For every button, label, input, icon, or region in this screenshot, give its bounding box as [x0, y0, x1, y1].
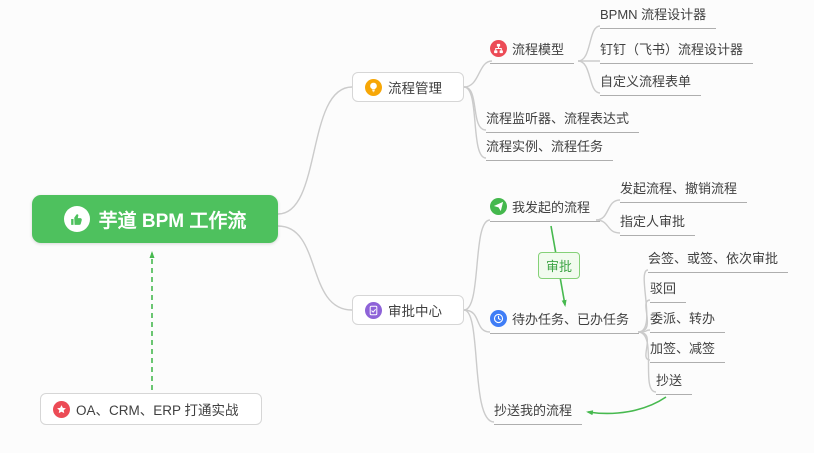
connector-myinit-assignee — [595, 219, 621, 234]
node-countersign[interactable]: 会签、或签、依次审批 — [648, 248, 789, 273]
node-approval-center[interactable]: 审批中心 — [352, 295, 464, 325]
node-label: 审批中心 — [388, 304, 442, 319]
send-icon — [490, 198, 507, 215]
node-oa-practice[interactable]: OA、CRM、ERP 打通实战 — [40, 393, 262, 425]
node-label: 抄送我的流程 — [494, 403, 573, 418]
node-label: 流程模型 — [512, 42, 565, 57]
connector-todo-reject — [637, 299, 651, 333]
connector-model-customform — [577, 60, 601, 94]
node-label: 流程实例、流程任务 — [486, 139, 604, 154]
node-listener-expression[interactable]: 流程监听器、流程表达式 — [486, 108, 640, 133]
connector-ac-myinitiated — [463, 219, 491, 311]
node-label: 自定义流程表单 — [600, 74, 692, 89]
root-label: 芋道 BPM 工作流 — [98, 210, 247, 232]
node-initiate-cancel[interactable]: 发起流程、撤销流程 — [620, 178, 748, 203]
node-label: 钉钉（飞书）流程设计器 — [600, 42, 744, 57]
node-label: 指定人审批 — [620, 214, 686, 229]
connector-pm-instance — [463, 86, 487, 159]
tag-label: 审批 — [546, 259, 573, 274]
node-label: 待办任务、已办任务 — [512, 312, 630, 327]
connector-pm-model — [463, 60, 493, 88]
node-add-reduce-sign[interactable]: 加签、减签 — [650, 338, 726, 363]
thumbs-up-icon — [63, 206, 90, 232]
node-label: 流程监听器、流程表达式 — [486, 111, 630, 126]
node-label: 驳回 — [650, 281, 677, 296]
node-delegate-transfer[interactable]: 委派、转办 — [650, 308, 726, 333]
node-process-management[interactable]: 流程管理 — [352, 72, 464, 102]
star-icon — [53, 400, 70, 418]
node-label: OA、CRM、ERP 打通实战 — [76, 403, 239, 418]
node-todo-done[interactable]: 待办任务、已办任务 — [490, 309, 640, 334]
node-process-model[interactable]: 流程模型 — [490, 39, 575, 64]
connector-ac-ccmyflow — [463, 309, 495, 423]
connector-root-approval-center — [277, 225, 353, 311]
clock-task-icon — [490, 310, 507, 327]
node-assignee-approval[interactable]: 指定人审批 — [620, 211, 696, 236]
connector-model-bpmn — [577, 25, 601, 62]
connector-todo-cc — [637, 331, 657, 393]
connector-myinit-initiate — [595, 199, 621, 221]
node-label: 抄送 — [656, 373, 683, 388]
node-label: 委派、转办 — [650, 311, 716, 326]
arrow-cc-to-ccmyflow — [586, 396, 667, 416]
connector-ac-tododone — [463, 309, 491, 333]
node-cc[interactable]: 抄送 — [656, 370, 693, 395]
root-node[interactable]: 芋道 BPM 工作流 — [32, 195, 278, 243]
node-my-initiated[interactable]: 我发起的流程 — [490, 197, 601, 222]
node-cc-my-flow[interactable]: 抄送我的流程 — [494, 400, 583, 425]
node-custom-form[interactable]: 自定义流程表单 — [600, 71, 702, 96]
lightbulb-icon — [365, 78, 382, 96]
node-label: 会签、或签、依次审批 — [648, 251, 779, 266]
approval-doc-icon — [365, 301, 382, 319]
approval-relation-tag[interactable]: 审批 — [538, 252, 581, 279]
node-label: 发起流程、撤销流程 — [620, 181, 738, 196]
node-label: 加签、减签 — [650, 341, 716, 356]
node-label: 我发起的流程 — [512, 200, 591, 215]
node-instance-task[interactable]: 流程实例、流程任务 — [486, 136, 614, 161]
node-label: BPMN 流程设计器 — [600, 7, 707, 22]
connector-todo-countersign — [637, 269, 649, 333]
node-bpmn-designer[interactable]: BPMN 流程设计器 — [600, 4, 717, 29]
node-reject[interactable]: 驳回 — [650, 278, 687, 303]
connector-root-process-management — [277, 86, 353, 215]
node-label: 流程管理 — [388, 81, 442, 96]
node-dingtalk-designer[interactable]: 钉钉（飞书）流程设计器 — [600, 39, 754, 64]
model-icon — [490, 40, 507, 57]
